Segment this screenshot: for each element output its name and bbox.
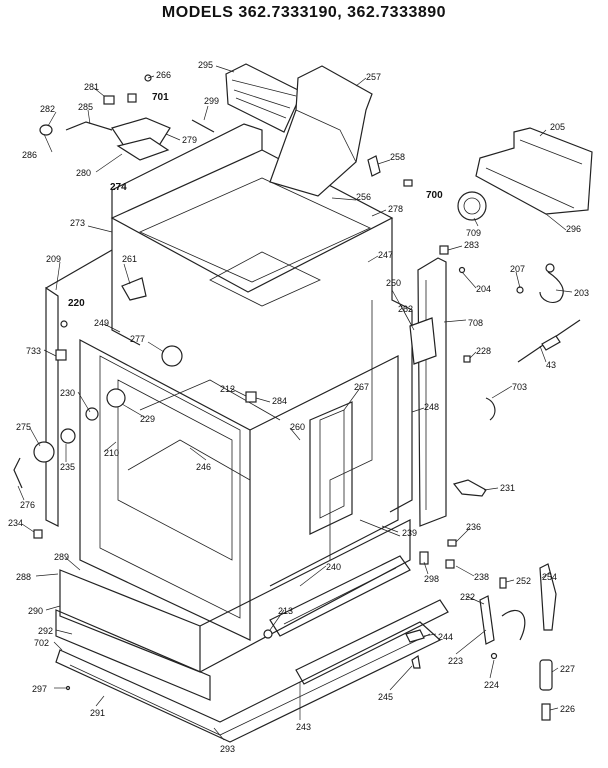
part-label-260: 260 bbox=[290, 422, 305, 432]
part-label-277: 277 bbox=[130, 334, 145, 344]
part-label-254: 254 bbox=[542, 572, 557, 582]
part-label-212: 212 bbox=[220, 384, 235, 394]
part-label-733: 733 bbox=[26, 346, 41, 356]
part-label-296: 296 bbox=[566, 224, 581, 234]
part-label-293: 293 bbox=[220, 744, 235, 754]
part-label-700: 700 bbox=[426, 190, 443, 201]
part-label-282: 282 bbox=[40, 104, 55, 114]
part-label-203: 203 bbox=[574, 288, 589, 298]
part-label-239: 239 bbox=[402, 528, 417, 538]
part-label-276: 276 bbox=[20, 500, 35, 510]
part-label-227: 227 bbox=[560, 664, 575, 674]
part-label-275: 275 bbox=[16, 422, 31, 432]
part-label-258: 258 bbox=[390, 152, 405, 162]
part-label-222: 222 bbox=[460, 592, 475, 602]
part-label-209: 209 bbox=[46, 254, 61, 264]
part-label-246: 246 bbox=[196, 462, 211, 472]
part-label-238: 238 bbox=[474, 572, 489, 582]
part-label-708: 708 bbox=[468, 318, 483, 328]
part-label-709: 709 bbox=[466, 228, 481, 238]
part-label-43: 43 bbox=[546, 360, 556, 370]
part-label-204: 204 bbox=[476, 284, 491, 294]
part-label-252: 252 bbox=[516, 576, 531, 586]
leader-lines bbox=[17, 65, 573, 741]
part-label-298: 298 bbox=[424, 574, 439, 584]
part-label-229: 229 bbox=[140, 414, 155, 424]
part-label-230: 230 bbox=[60, 388, 75, 398]
part-label-266: 266 bbox=[156, 70, 171, 80]
part-label-224: 224 bbox=[484, 680, 499, 690]
part-label-284: 284 bbox=[272, 396, 287, 406]
part-label-281: 281 bbox=[84, 82, 99, 92]
part-label-256: 256 bbox=[356, 192, 371, 202]
part-label-273: 273 bbox=[70, 218, 85, 228]
part-label-278: 278 bbox=[388, 204, 403, 214]
part-label-703: 703 bbox=[512, 382, 527, 392]
part-label-290: 290 bbox=[28, 606, 43, 616]
part-label-250: 250 bbox=[386, 278, 401, 288]
part-label-261: 261 bbox=[122, 254, 137, 264]
part-label-240: 240 bbox=[326, 562, 341, 572]
part-labels: 295 257 266 281 701 299 282 285 279 286 … bbox=[8, 60, 589, 754]
part-label-257: 257 bbox=[366, 72, 381, 82]
part-label-289: 289 bbox=[54, 552, 69, 562]
cabinet-drawing bbox=[45, 123, 449, 743]
part-label-295: 295 bbox=[198, 60, 213, 70]
part-label-220: 220 bbox=[68, 298, 85, 309]
part-label-299: 299 bbox=[204, 96, 219, 106]
part-label-701: 701 bbox=[152, 92, 169, 103]
part-label-244: 244 bbox=[438, 632, 453, 642]
part-label-245: 245 bbox=[378, 692, 393, 702]
part-label-297: 297 bbox=[32, 684, 47, 694]
part-label-702: 702 bbox=[34, 638, 49, 648]
part-label-288: 288 bbox=[16, 572, 31, 582]
part-label-207: 207 bbox=[510, 264, 525, 274]
part-label-223: 223 bbox=[448, 656, 463, 666]
part-label-234: 234 bbox=[8, 518, 23, 528]
part-label-285: 285 bbox=[78, 102, 93, 112]
part-label-249: 249 bbox=[94, 318, 109, 328]
part-label-291: 291 bbox=[90, 708, 105, 718]
part-label-243: 243 bbox=[296, 722, 311, 732]
page-title: MODELS 362.7333190, 362.7333890 bbox=[161, 4, 447, 21]
part-label-205: 205 bbox=[550, 122, 565, 132]
part-label-210: 210 bbox=[104, 448, 119, 458]
part-label-213: 213 bbox=[278, 606, 293, 616]
part-label-286: 286 bbox=[22, 150, 37, 160]
part-label-267: 267 bbox=[354, 382, 369, 392]
parts-drawing bbox=[13, 63, 593, 721]
part-label-231: 231 bbox=[500, 483, 515, 493]
part-label-235: 235 bbox=[60, 462, 75, 472]
part-label-236: 236 bbox=[466, 522, 481, 532]
part-label-262: 262 bbox=[398, 304, 413, 314]
part-label-228: 228 bbox=[476, 346, 491, 356]
part-label-226: 226 bbox=[560, 704, 575, 714]
part-label-283: 283 bbox=[464, 240, 479, 250]
part-label-279: 279 bbox=[182, 135, 197, 145]
part-label-247: 247 bbox=[378, 250, 393, 260]
part-label-292: 292 bbox=[38, 626, 53, 636]
part-label-274: 274 bbox=[110, 182, 127, 193]
part-label-248: 248 bbox=[424, 402, 439, 412]
part-label-280: 280 bbox=[76, 168, 91, 178]
